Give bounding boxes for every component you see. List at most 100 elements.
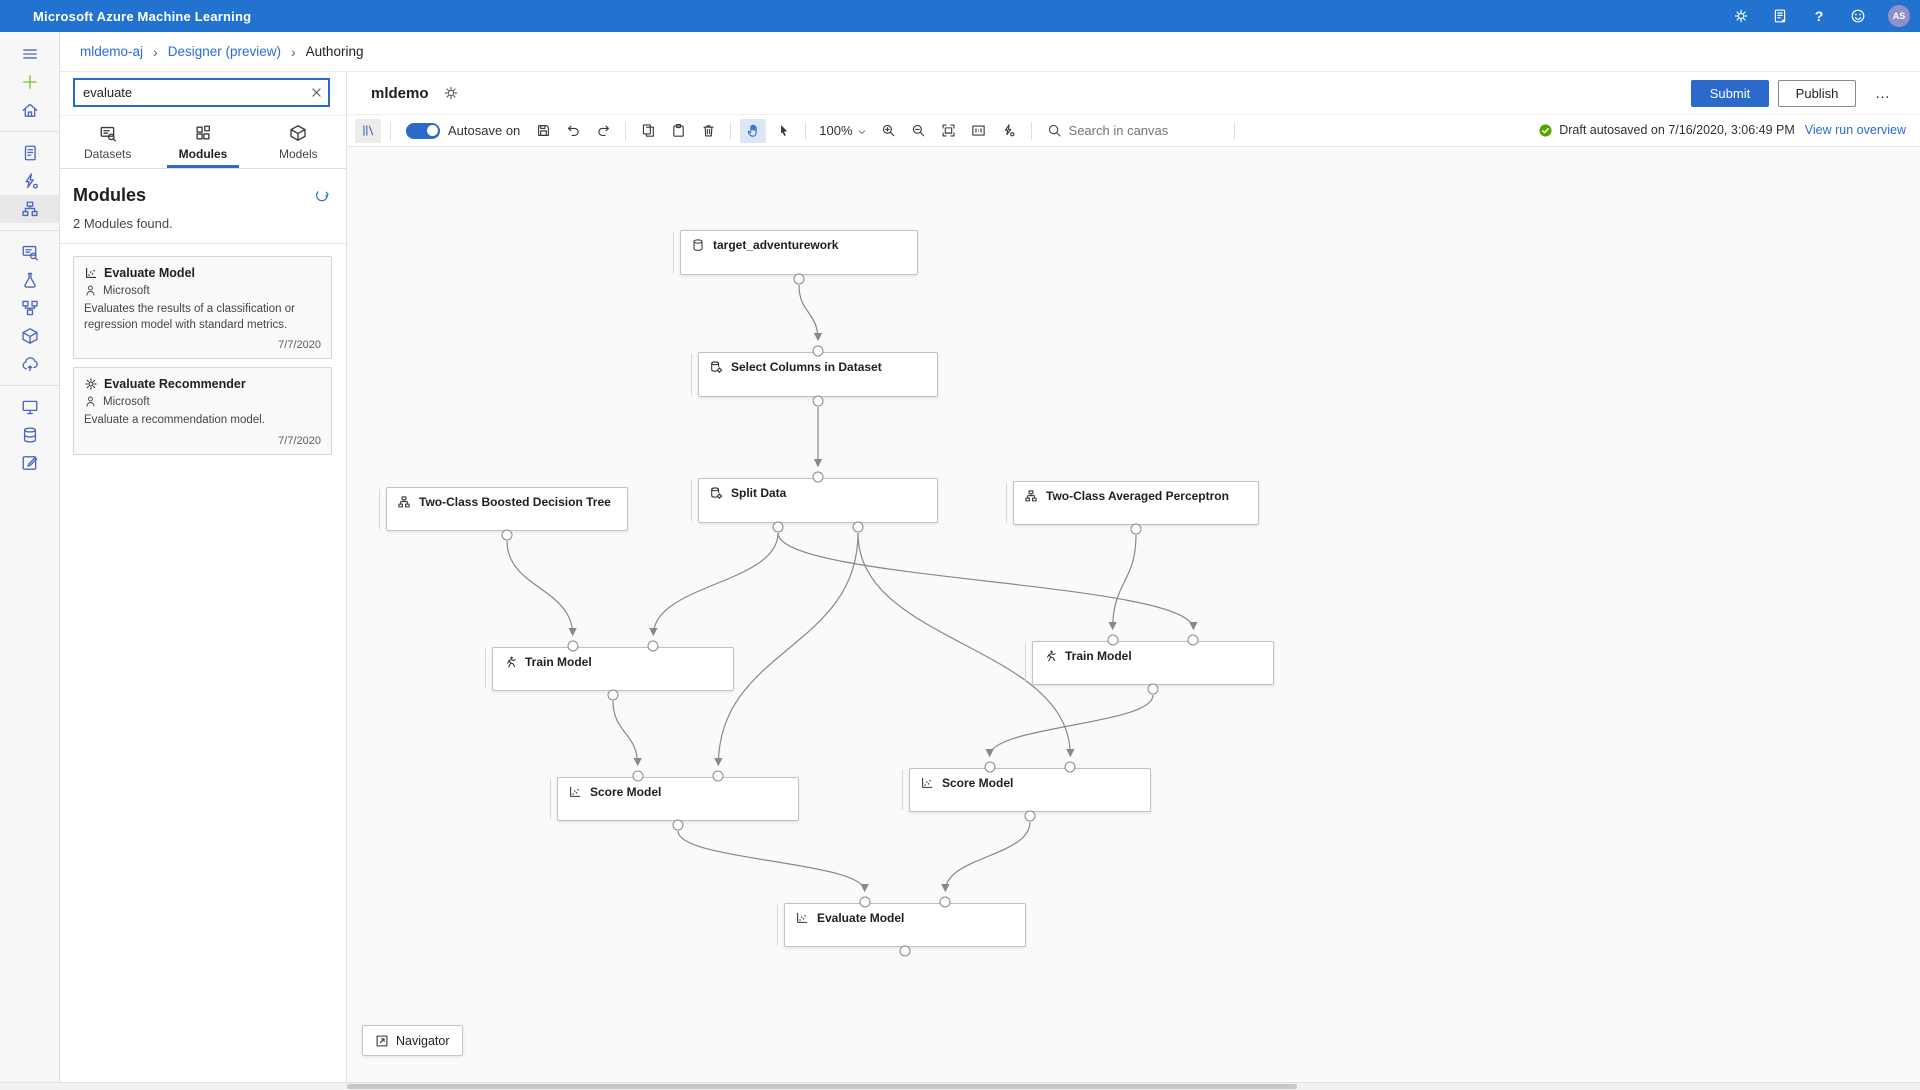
pipeline-node-selcol[interactable]: Select Columns in Dataset <box>691 352 938 397</box>
sidebar-item-new[interactable] <box>0 68 59 96</box>
edge-split-to-scoreL[interactable] <box>714 532 859 767</box>
actual-size-icon[interactable] <box>966 119 992 143</box>
output-port[interactable] <box>1147 683 1159 695</box>
clear-search-icon[interactable] <box>309 84 324 102</box>
input-port[interactable] <box>712 770 724 782</box>
fit-to-screen-icon[interactable] <box>936 119 962 143</box>
tab-datasets[interactable]: Datasets <box>60 116 155 168</box>
avatar[interactable]: AS <box>1888 5 1910 27</box>
input-port[interactable] <box>567 640 579 652</box>
module-search-input[interactable] <box>73 78 330 107</box>
output-port[interactable] <box>772 521 784 533</box>
sidebar-item-home[interactable] <box>0 96 59 124</box>
output-port[interactable] <box>899 945 911 957</box>
pipeline-node-eval[interactable]: Evaluate Model <box>777 903 1026 947</box>
output-port[interactable] <box>852 521 864 533</box>
sidebar-item-datasets[interactable] <box>0 238 59 266</box>
pipeline-node-target[interactable]: target_adventurework <box>673 230 918 275</box>
save-icon[interactable] <box>530 119 556 143</box>
edge-split-to-trainR[interactable] <box>777 532 1198 631</box>
output-port[interactable] <box>1130 523 1142 535</box>
input-port[interactable] <box>939 896 951 908</box>
sidebar-item-automated-ml[interactable] <box>0 167 59 195</box>
zoom-out-icon[interactable] <box>906 119 932 143</box>
node-label: Evaluate Model <box>785 904 1025 932</box>
edge-trainR-to-scoreR[interactable] <box>985 694 1154 758</box>
redo-icon[interactable] <box>590 119 616 143</box>
horizontal-scrollbar[interactable] <box>0 1082 1920 1090</box>
edge-perc-to-trainR[interactable] <box>1108 534 1137 631</box>
navigator-button[interactable]: Navigator <box>362 1025 463 1056</box>
sidebar-item-endpoints[interactable] <box>0 350 59 378</box>
pipeline-settings-gear-icon[interactable] <box>443 84 459 102</box>
output-port[interactable] <box>607 689 619 701</box>
breadcrumb-item-mldemo-aj[interactable]: mldemo-aj <box>80 44 144 59</box>
edge-split-to-scoreR[interactable] <box>857 532 1075 758</box>
breadcrumb-item-designer-preview-[interactable]: Designer (preview) <box>167 44 281 59</box>
output-port[interactable] <box>793 273 805 285</box>
output-port[interactable] <box>1024 810 1036 822</box>
pipeline-node-scoreL[interactable]: Score Model <box>550 777 799 821</box>
tab-modules[interactable]: Modules <box>155 116 250 168</box>
undo-icon[interactable] <box>560 119 586 143</box>
copy-icon[interactable] <box>635 119 661 143</box>
delete-icon[interactable] <box>695 119 721 143</box>
edge-trainL-to-scoreL[interactable] <box>612 700 642 767</box>
autosave-toggle[interactable] <box>406 122 440 139</box>
smiley-feedback-icon[interactable] <box>1849 7 1867 25</box>
select-pointer-icon[interactable] <box>770 119 796 143</box>
settings-gear-icon[interactable] <box>1732 7 1750 25</box>
view-run-overview-link[interactable]: View run overview <box>1804 123 1906 138</box>
pipeline-node-scoreR[interactable]: Score Model <box>902 768 1151 812</box>
input-port[interactable] <box>647 640 659 652</box>
canvas-search-input[interactable] <box>1068 123 1219 138</box>
more-options-button[interactable]: … <box>1875 84 1892 102</box>
input-port[interactable] <box>632 770 644 782</box>
input-port[interactable] <box>984 761 996 773</box>
edge-target-to-selcol[interactable] <box>798 284 823 342</box>
output-port[interactable] <box>812 395 824 407</box>
pipeline-node-trainL[interactable]: Train Model <box>485 647 734 691</box>
pipeline-node-split[interactable]: Split Data <box>691 478 938 523</box>
sidebar-item-models[interactable] <box>0 322 59 350</box>
refresh-icon[interactable] <box>314 187 330 205</box>
submit-button[interactable]: Submit <box>1691 79 1769 107</box>
input-port[interactable] <box>1064 761 1076 773</box>
tab-models[interactable]: Models <box>251 116 346 168</box>
pipeline-node-trainR[interactable]: Train Model <box>1025 641 1274 685</box>
sidebar-item-compute[interactable] <box>0 393 59 421</box>
pipeline-node-perc[interactable]: Two-Class Averaged Perceptron <box>1006 481 1259 525</box>
pan-hand-icon[interactable] <box>740 118 767 143</box>
input-port[interactable] <box>859 896 871 908</box>
sidebar-item-menu[interactable] <box>0 40 59 68</box>
zoom-in-icon[interactable] <box>876 119 902 143</box>
sidebar-item-pipelines[interactable] <box>0 294 59 322</box>
help-icon[interactable]: ? <box>1814 8 1824 24</box>
input-port[interactable] <box>1107 634 1119 646</box>
pipeline-node-bdt[interactable]: Two-Class Boosted Decision Tree <box>379 487 628 531</box>
input-port[interactable] <box>812 471 824 483</box>
publish-button[interactable]: Publish <box>1778 79 1856 107</box>
sidebar-item-datastores[interactable] <box>0 421 59 449</box>
sidebar-item-data-labeling[interactable] <box>0 449 59 477</box>
edge-scoreR-to-eval[interactable] <box>941 821 1031 893</box>
paste-icon[interactable] <box>665 119 691 143</box>
sidebar-item-experiments[interactable] <box>0 266 59 294</box>
zoom-level-dropdown[interactable]: 100% <box>815 123 871 138</box>
output-port[interactable] <box>672 819 684 831</box>
input-port[interactable] <box>1187 634 1199 646</box>
collapse-panel-icon[interactable] <box>355 118 381 143</box>
edge-scoreL-to-eval[interactable] <box>677 830 869 893</box>
input-port[interactable] <box>812 345 824 357</box>
sidebar-item-notebooks[interactable] <box>0 139 59 167</box>
sidebar-item-designer[interactable] <box>0 195 59 223</box>
feedback-notes-icon[interactable] <box>1771 7 1789 25</box>
edge-split-to-trainL[interactable] <box>649 532 779 637</box>
scrollbar-thumb[interactable] <box>347 1084 1297 1089</box>
auto-layout-icon[interactable] <box>996 119 1022 143</box>
output-port[interactable] <box>501 529 513 541</box>
edge-bdt-to-trainL[interactable] <box>506 540 577 637</box>
